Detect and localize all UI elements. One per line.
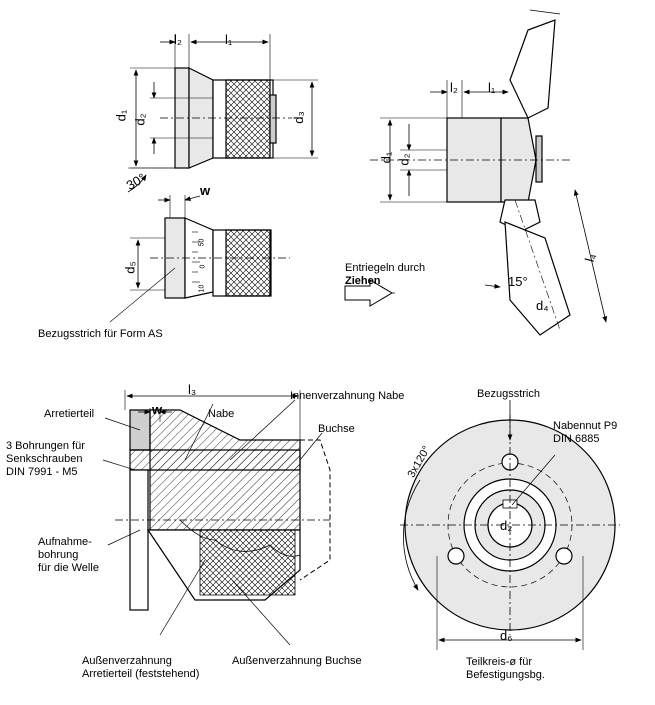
dim-d2-face: d₂	[500, 518, 513, 533]
dim-l1-right: l₁	[488, 80, 496, 95]
view-face	[400, 400, 620, 650]
label-bohrungen-line1: 3 Bohrungen für	[6, 440, 85, 452]
dim-l2-right: l₂	[450, 80, 458, 95]
dim-d1-top-left: d₁	[113, 109, 129, 122]
view-top-left	[127, 34, 318, 193]
label-buchse: Buchse	[318, 423, 355, 435]
label-aussenverzahnung-buchse: Außenverzahnung Buchse	[232, 655, 362, 667]
label-teilkreis-line1: Teilkreis-ø für	[466, 656, 533, 668]
label-unlock-line1: Entriegeln durch	[345, 262, 426, 274]
dim-d4: d₄	[536, 298, 549, 313]
dim-l3: l₃	[188, 382, 197, 397]
label-teilkreis: Teilkreis-ø für Befestigungsbg.	[466, 656, 545, 682]
dim-angle-15: 15°	[508, 274, 528, 289]
label-bohrungen-line3: DIN 7991 - M5	[6, 466, 78, 478]
dim-d5: d₅	[122, 261, 138, 274]
label-unlock: Entriegeln durch Ziehen	[345, 262, 425, 288]
view-right-lever	[344, 9, 608, 336]
label-unlock-line2: Ziehen	[345, 275, 381, 287]
label-aufnahme: Aufnahme- bohrung für die Welle	[38, 536, 99, 575]
dim-l2-top-left: l₂	[174, 32, 182, 47]
dim-w-form-as: w	[200, 183, 211, 198]
label-nabennut-line1: Nabennut P9	[553, 420, 618, 432]
dim-d6: d₆	[500, 628, 513, 643]
label-nabennut: Nabennut P9 DIN 6885	[553, 420, 617, 446]
dim-w-section: w	[152, 402, 163, 417]
label-innenverzahnung-nabe: Innenverzahnung Nabe	[290, 390, 405, 402]
label-arretierteil: Arretierteil	[44, 408, 95, 420]
label-bohrungen: 3 Bohrungen für Senkschrauben DIN 7991 -…	[6, 440, 85, 479]
dim-l1-top-left: l₁	[225, 32, 233, 47]
label-bezugsstrich: Bezugsstrich	[477, 388, 540, 400]
label-bohrungen-line2: Senkschrauben	[6, 453, 83, 465]
scale-tick-50: 50	[198, 238, 206, 247]
dim-d1-right: d₁	[378, 151, 394, 164]
label-aussen-arr-line2: Arretierteil (feststehend)	[82, 668, 200, 680]
label-nabe: Nabe	[208, 408, 235, 420]
view-section	[102, 390, 331, 646]
dim-d2-right: d₂	[396, 153, 412, 166]
view-form-as	[109, 195, 290, 323]
label-teilkreis-line2: Befestigungsbg.	[466, 669, 545, 681]
label-aufnahme-line2: bohrung	[38, 549, 79, 561]
label-aufnahme-line3: für die Welle	[38, 562, 99, 574]
label-aussenverzahnung-arretierteil: Außenverzahnung Arretierteil (feststehen…	[82, 655, 199, 681]
dim-d3-top-left: d₃	[290, 111, 306, 124]
label-aussen-arr-line1: Außenverzahnung	[82, 655, 172, 667]
label-reference-line-form-as: Bezugsstrich für Form AS	[38, 328, 163, 340]
label-aufnahme-line1: Aufnahme-	[38, 536, 92, 548]
scale-tick-0: 0	[199, 264, 207, 269]
label-nabennut-line2: DIN 6885	[553, 433, 600, 445]
scale-tick-10: 10	[198, 284, 206, 293]
dim-d2-top-left: d₂	[132, 113, 148, 126]
